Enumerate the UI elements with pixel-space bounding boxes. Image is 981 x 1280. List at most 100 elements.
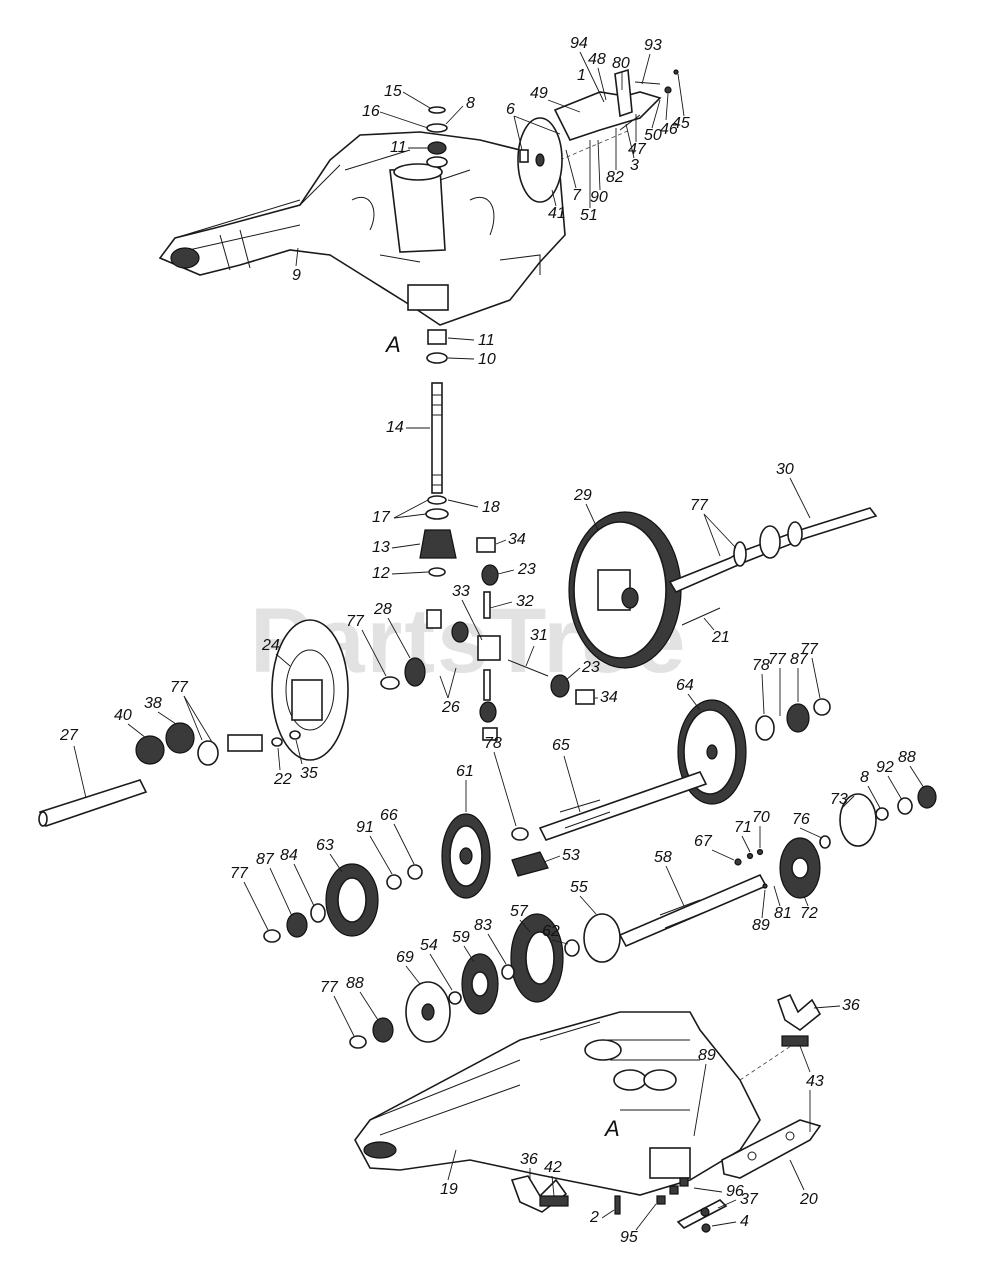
callout-55: 55	[570, 879, 588, 896]
callout-77-axle: 77	[690, 497, 709, 514]
callout-95: 95	[620, 1229, 638, 1246]
callout-59: 59	[452, 929, 470, 946]
callout-10: 10	[478, 351, 496, 368]
callout-38: 38	[144, 695, 162, 712]
callout-96: 96	[726, 1183, 744, 1200]
callout-23-lower: 23	[581, 659, 600, 676]
callout-88-left: 88	[346, 975, 364, 992]
callout-11: 11	[390, 139, 407, 156]
callout-36-left: 36	[520, 1151, 538, 1168]
callout-51: 51	[580, 207, 598, 224]
callout-65: 65	[552, 737, 570, 754]
callout-27: 27	[59, 727, 79, 744]
callout-63: 63	[316, 837, 334, 854]
callout-40: 40	[114, 707, 132, 724]
callout-6: 6	[506, 101, 515, 118]
input-shaft-stack-icon	[419, 329, 457, 577]
ring-gear-icon	[568, 511, 682, 669]
bevel-gear-group-icon	[349, 913, 580, 1049]
callout-37: 37	[740, 1191, 759, 1208]
callout-9: 9	[292, 267, 301, 284]
callout-20: 20	[799, 1191, 818, 1208]
upper-housing-icon	[158, 129, 631, 326]
callout-8-right: 8	[860, 769, 869, 786]
callout-46: 46	[660, 121, 678, 138]
output-shaft-group-icon	[583, 785, 937, 963]
callout-28: 28	[373, 601, 392, 618]
callout-14: 14	[386, 419, 404, 436]
callout-8: 8	[466, 95, 475, 112]
callout-2: 2	[589, 1209, 599, 1226]
callout-33: 33	[452, 583, 470, 600]
callout-49: 49	[530, 85, 548, 102]
callout-32: 32	[516, 593, 534, 610]
hardware-bottom-icon	[614, 1177, 728, 1233]
callout-70: 70	[752, 809, 770, 826]
callout-62: 62	[542, 923, 560, 940]
callout-36-right: 36	[842, 997, 860, 1014]
callout-61: 61	[456, 763, 474, 780]
callout-30: 30	[776, 461, 794, 478]
callout-41: 41	[548, 205, 566, 222]
callout-45: 45	[672, 115, 690, 132]
callout-78-right: 78	[752, 657, 770, 674]
callout-29: 29	[573, 487, 592, 504]
callout-19: 19	[440, 1181, 458, 1198]
callout-34: 34	[508, 531, 526, 548]
callout-73: 73	[830, 791, 848, 808]
callout-82: 82	[606, 169, 624, 186]
callout-24: 24	[261, 637, 280, 654]
differential-parts-icon	[426, 537, 595, 741]
callout-77-far: 77	[800, 641, 819, 658]
callout-1: 1	[577, 67, 586, 84]
lower-housing-icon	[354, 1011, 801, 1196]
callout-12: 12	[372, 565, 390, 582]
callout-21: 21	[711, 629, 730, 646]
callout-50: 50	[644, 127, 662, 144]
callout-64: 64	[676, 677, 694, 694]
callout-77-gear: 77	[230, 865, 249, 882]
callout-77-right: 77	[768, 651, 787, 668]
callout-76: 76	[792, 811, 810, 828]
callout-4: 4	[740, 1213, 749, 1230]
callout-87-left: 87	[256, 851, 275, 868]
section-marker-a-bottom: A	[603, 1116, 620, 1141]
top-bearing-stack-icon	[426, 106, 448, 168]
callout-43: 43	[806, 1073, 824, 1090]
callout-53: 53	[562, 847, 580, 864]
callout-77-lower: 77	[320, 979, 339, 996]
callout-26: 26	[441, 699, 460, 716]
callout-81: 81	[774, 905, 792, 922]
callout-80: 80	[612, 55, 630, 72]
section-marker-a-top: A	[384, 332, 401, 357]
callout-77-cover: 77	[346, 613, 365, 630]
countershaft-gears-icon	[511, 698, 831, 841]
callout-58: 58	[654, 849, 672, 866]
brake-disc-icon	[517, 68, 679, 203]
callout-92: 92	[876, 759, 894, 776]
callout-78-mid: 78	[484, 735, 502, 752]
callout-42: 42	[544, 1159, 562, 1176]
callout-labels: 15 8 16 11 94 48 93 1 80 49 6 45 46 50 4…	[59, 35, 925, 1246]
callout-66: 66	[380, 807, 398, 824]
callout-89-lower: 89	[698, 1047, 716, 1064]
callout-13: 13	[372, 539, 390, 556]
callout-15: 15	[384, 83, 402, 100]
callout-34-lower: 34	[600, 689, 618, 706]
callout-87: 87	[790, 651, 809, 668]
callout-31: 31	[530, 627, 548, 644]
right-axle-icon	[668, 507, 878, 594]
callout-54: 54	[420, 937, 438, 954]
idler-gear-group-icon	[263, 813, 549, 943]
callout-90: 90	[590, 189, 608, 206]
callout-17: 17	[372, 509, 391, 526]
callout-72: 72	[800, 905, 818, 922]
callout-67: 67	[694, 833, 713, 850]
callout-91: 91	[356, 819, 374, 836]
callout-23: 23	[517, 561, 536, 578]
shift-fork-icon	[510, 993, 822, 1213]
callout-69: 69	[396, 949, 414, 966]
callout-16: 16	[362, 103, 380, 120]
callout-89: 89	[752, 917, 770, 934]
